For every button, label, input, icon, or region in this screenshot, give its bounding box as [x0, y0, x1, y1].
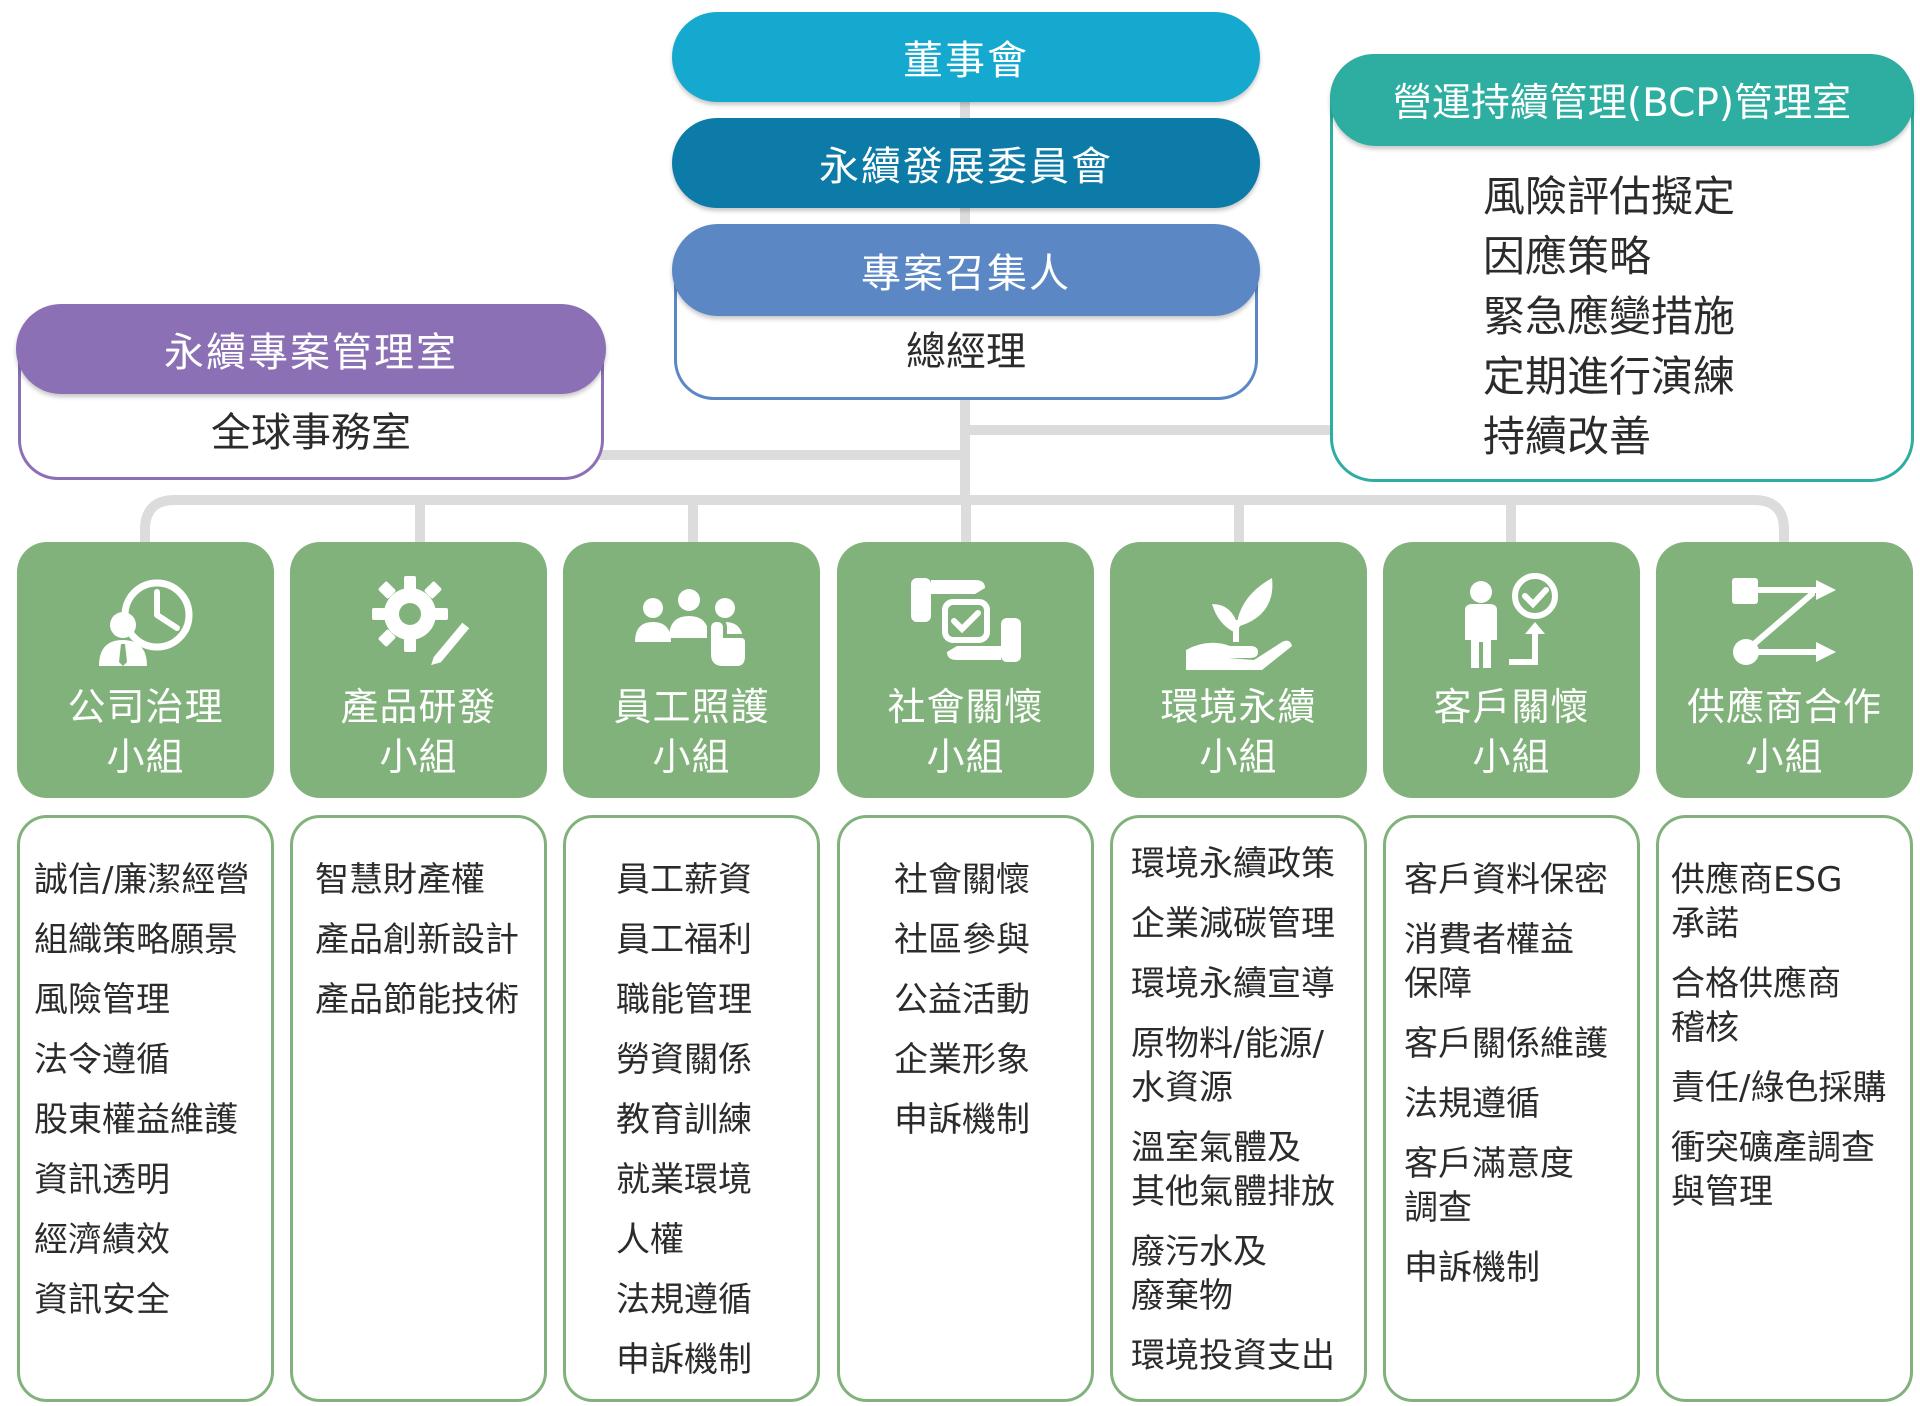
team-rd-list: 智慧財產權產品創新設計產品節能技術	[290, 815, 547, 1402]
team-item: 勞資關係	[616, 1040, 752, 1080]
team-item: 申訴機制	[1404, 1248, 1540, 1288]
team-governance-list: 誠信/廉潔經營組織策略願景風險管理法令遵循股東權益維護資訊透明經濟績效資訊安全	[17, 815, 274, 1402]
team-social-header: 社會關懷小組	[837, 542, 1094, 798]
team-item: 責任/綠色採購	[1671, 1068, 1887, 1108]
team-item: 風險管理	[34, 980, 170, 1020]
gear-pencil-icon	[372, 576, 475, 670]
plant-hand-icon	[1186, 578, 1292, 670]
bcp-node: 營運持續管理(BCP)管理室	[1330, 54, 1914, 146]
team-employee-list: 員工薪資員工福利職能管理勞資關係教育訓練就業環境人權法規遵循申訴機制	[563, 815, 820, 1402]
person-check-icon	[1465, 573, 1558, 668]
team-item: 客戶資料保密	[1404, 860, 1608, 900]
team-item: 企業減碳管理	[1131, 904, 1335, 944]
bcp-item: 緊急應變措施	[1483, 292, 1736, 341]
team-item: 職能管理	[616, 980, 752, 1020]
team-item: 環境永續宣導	[1131, 964, 1335, 1004]
hands-check-icon	[911, 578, 1021, 662]
team-item: 人權	[616, 1220, 684, 1260]
team-item: 資訊安全	[34, 1280, 170, 1320]
sustain-office-node: 永續專案管理室	[16, 304, 606, 394]
bcp-list: 風險評估擬定 因應策略 緊急應變措施 定期進行演練 持續改善	[1483, 167, 1735, 467]
team-item: 產品創新設計	[315, 920, 519, 960]
team-rd-title: 產品研發小組	[340, 685, 497, 779]
bcp-item: 定期進行演練	[1483, 352, 1736, 401]
team-customer-list: 客戶資料保密消費者權益保障客戶關係維護法規遵循客戶滿意度調查申訴機制	[1383, 815, 1640, 1402]
team-item: 消費者權益保障	[1404, 920, 1574, 1004]
team-governance-header: 公司治理小組	[17, 542, 274, 798]
team-item: 法規遵循	[1404, 1084, 1540, 1124]
team-item: 客戶滿意度調查	[1404, 1144, 1574, 1228]
team-environment-list: 環境永續政策企業減碳管理環境永續宣導原物料/能源/水資源溫室氣體及其他氣體排放廢…	[1110, 815, 1367, 1402]
team-item: 員工福利	[616, 920, 752, 960]
team-item: 社區參與	[894, 920, 1030, 960]
team-item: 企業形象	[894, 1040, 1030, 1080]
convener-sub-label: 總經理	[906, 328, 1026, 375]
team-item: 廢污水及廢棄物	[1131, 1232, 1267, 1316]
bcp-item: 因應策略	[1483, 232, 1652, 281]
team-rd-header: 產品研發小組	[290, 542, 547, 798]
team-item: 教育訓練	[616, 1100, 752, 1140]
team-item: 經濟績效	[34, 1220, 170, 1260]
team-social-list: 社會關懷社區參與公益活動企業形象申訴機制	[837, 815, 1094, 1402]
team-item: 申訴機制	[894, 1100, 1030, 1140]
team-supplier-title: 供應商合作小組	[1686, 685, 1882, 779]
governance-icon	[99, 579, 193, 666]
team-item: 衝突礦產調查與管理	[1671, 1128, 1875, 1212]
convener-node: 專案召集人	[672, 224, 1260, 316]
team-item: 員工薪資	[616, 860, 752, 900]
team-item: 資訊透明	[34, 1160, 170, 1200]
team-item: 原物料/能源/水資源	[1131, 1024, 1324, 1108]
team-item: 申訴機制	[616, 1340, 752, 1380]
team-item: 產品節能技術	[315, 980, 519, 1020]
team-item: 客戶關係維護	[1404, 1024, 1608, 1064]
team-employee-title: 員工照護小組	[613, 685, 770, 779]
team-item: 社會關懷	[894, 860, 1030, 900]
team-environment-header: 環境永續小組	[1110, 542, 1367, 798]
team-item: 公益活動	[894, 980, 1030, 1020]
team-item: 就業環境	[616, 1160, 752, 1200]
team-item: 環境投資支出	[1131, 1336, 1335, 1376]
team-social-title: 社會關懷小組	[887, 685, 1044, 779]
team-governance-title: 公司治理小組	[67, 685, 224, 779]
team-item: 智慧財產權	[315, 860, 485, 900]
team-item: 環境永續政策	[1131, 844, 1335, 884]
team-item: 法令遵循	[34, 1040, 170, 1080]
bcp-item: 持續改善	[1483, 412, 1652, 461]
team-customer-header: 客戶關懷小組	[1383, 542, 1640, 798]
team-item: 股東權益維護	[34, 1100, 238, 1140]
board-node: 董事會	[672, 12, 1260, 102]
team-environment-title: 環境永續小組	[1160, 685, 1317, 779]
team-item: 溫室氣體及其他氣體排放	[1131, 1128, 1335, 1212]
team-customer-title: 客戶關懷小組	[1433, 685, 1590, 779]
team-item: 誠信/廉潔經營	[34, 860, 250, 900]
supply-flow-icon	[1732, 578, 1836, 665]
team-item: 合格供應商稽核	[1671, 964, 1841, 1048]
team-item: 組織策略願景	[34, 920, 238, 960]
team-item: 法規遵循	[616, 1280, 752, 1320]
team-supplier-header: 供應商合作小組	[1656, 542, 1913, 798]
sustain-office-sub-label: 全球事務室	[211, 409, 411, 456]
team-employee-header: 員工照護小組	[563, 542, 820, 798]
bcp-item: 風險評估擬定	[1483, 172, 1736, 221]
people-pointer-icon	[635, 589, 749, 670]
committee-node: 永續發展委員會	[672, 118, 1260, 208]
